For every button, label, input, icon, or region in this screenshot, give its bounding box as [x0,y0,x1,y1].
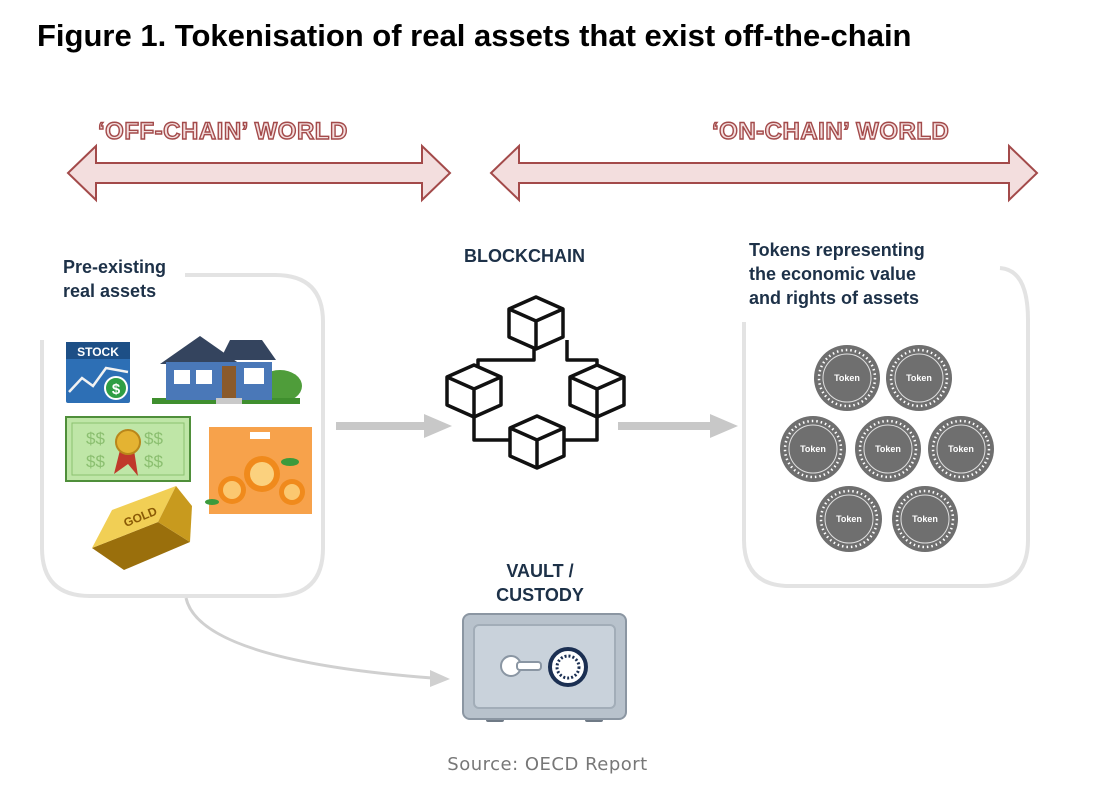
stock-label: STOCK [77,345,119,359]
off-chain-world-label: ‘OFF-CHAIN’ WORLD [97,117,348,145]
tokens-heading-line: and rights of assets [749,288,920,308]
flow-arrow-to-vault [184,597,450,687]
token-label: Token [875,444,901,454]
token-coin: Token [886,345,952,411]
off-chain-world-arrow [66,143,452,203]
assets-heading-line: Pre-existing [63,257,167,277]
token-coin: Token [892,486,958,552]
token-label: Token [912,514,938,524]
assets-heading: Pre-existing real assets [63,255,166,303]
svg-text:$$: $$ [144,429,163,448]
tokens-panel [742,266,1030,588]
stock-chart-icon: STOCK $ [66,342,130,403]
svg-text:$$: $$ [144,452,163,471]
gold-bar-icon: GOLD [92,486,192,570]
svg-text:$: $ [112,381,121,398]
flow-arrow-to-tokens [618,414,738,438]
vault-label-line: CUSTODY [496,585,584,605]
assets-panel [40,273,325,598]
assets-heading-line: real assets [63,281,157,301]
source-caption: Source: OECD Report [447,754,648,775]
svg-text:$$: $$ [86,452,105,471]
on-chain-world-label: ‘ON-CHAIN’ WORLD [711,117,950,145]
on-chain-world-arrow [489,143,1039,203]
token-coin: Token [816,486,882,552]
svg-text:$$: $$ [86,429,105,448]
tokens-heading: Tokens representing the economic value a… [749,238,925,310]
token-coin: Token [780,416,846,482]
token-label: Token [800,444,826,454]
token-coin: Token [855,416,921,482]
token-coin: Token [814,345,880,411]
tokens-heading-line: the economic value [749,264,917,284]
figure-title: Figure 1. Tokenisation of real assets th… [37,18,912,53]
token-coins: Token Token Token Token Token [780,345,994,552]
house-icon [152,336,302,404]
token-label: Token [836,514,862,524]
token-coin: Token [928,416,994,482]
token-label: Token [834,373,860,383]
blockchain-label: BLOCKCHAIN [464,246,585,266]
token-label: Token [948,444,974,454]
blockchain-icon [445,295,626,470]
tokens-heading-line: Tokens representing [749,240,925,260]
banknote-icon: $$ $$ $$ $$ [65,416,191,482]
vault-label: VAULT / CUSTODY [470,559,610,607]
vault-icon [462,613,627,722]
orange-juice-icon [205,427,312,514]
token-label: Token [906,373,932,383]
vault-label-line: VAULT / [506,561,574,581]
flow-arrow-to-blockchain [336,414,452,438]
